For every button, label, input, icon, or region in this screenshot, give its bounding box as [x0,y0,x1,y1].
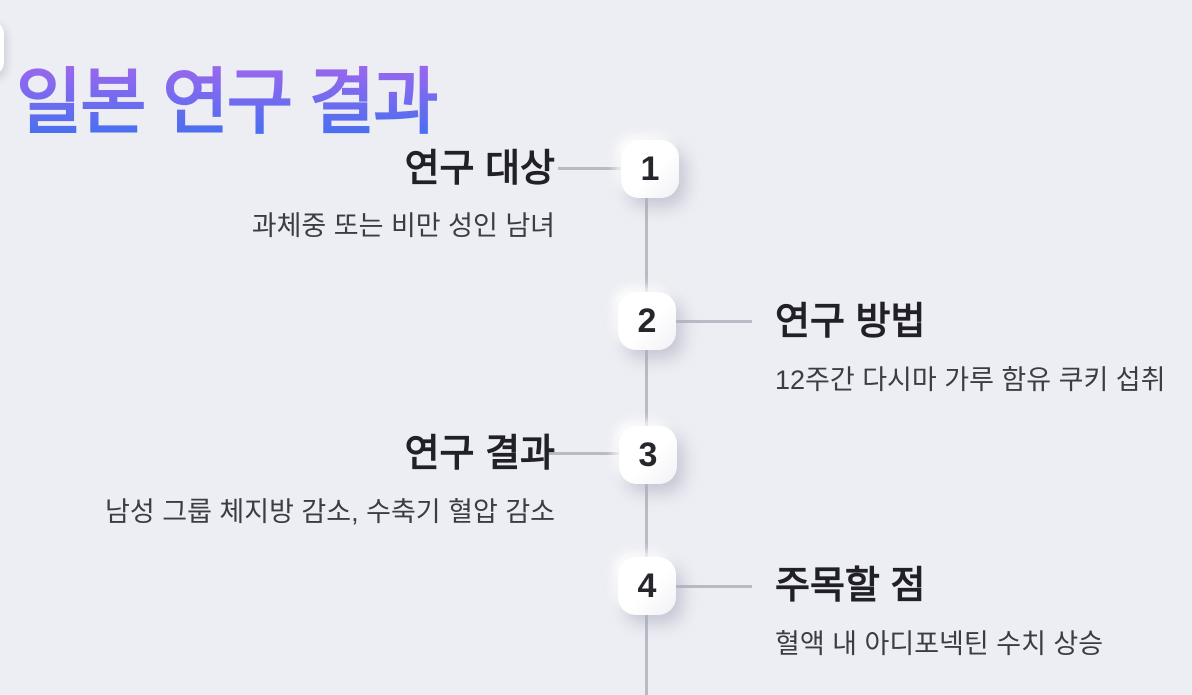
step-connector [558,167,624,170]
step-title: 연구 방법 [775,301,926,343]
step-description: 혈액 내 아디포넥틴 수치 상승 [775,629,1104,659]
step-title: 연구 결과 [404,433,555,475]
step-number-badge: 1 [621,140,679,198]
step-number-badge: 4 [618,557,676,615]
step-number-badge: 3 [619,426,677,484]
cutoff-card-edge [0,20,4,76]
step-number-badge: 2 [618,292,676,350]
step-title: 연구 대상 [404,148,555,190]
step-connector [673,585,752,588]
step-description: 과체중 또는 비만 성인 남녀 [251,211,555,241]
step-description: 남성 그룹 체지방 감소, 수축기 혈압 감소 [105,497,555,527]
step-title: 주목할 점 [775,565,926,607]
step-connector [673,320,752,323]
step-connector [545,452,623,455]
step-description: 12주간 다시마 가루 함유 쿠키 섭취 [775,365,1166,395]
page-title: 일본 연구 결과 [16,63,439,144]
